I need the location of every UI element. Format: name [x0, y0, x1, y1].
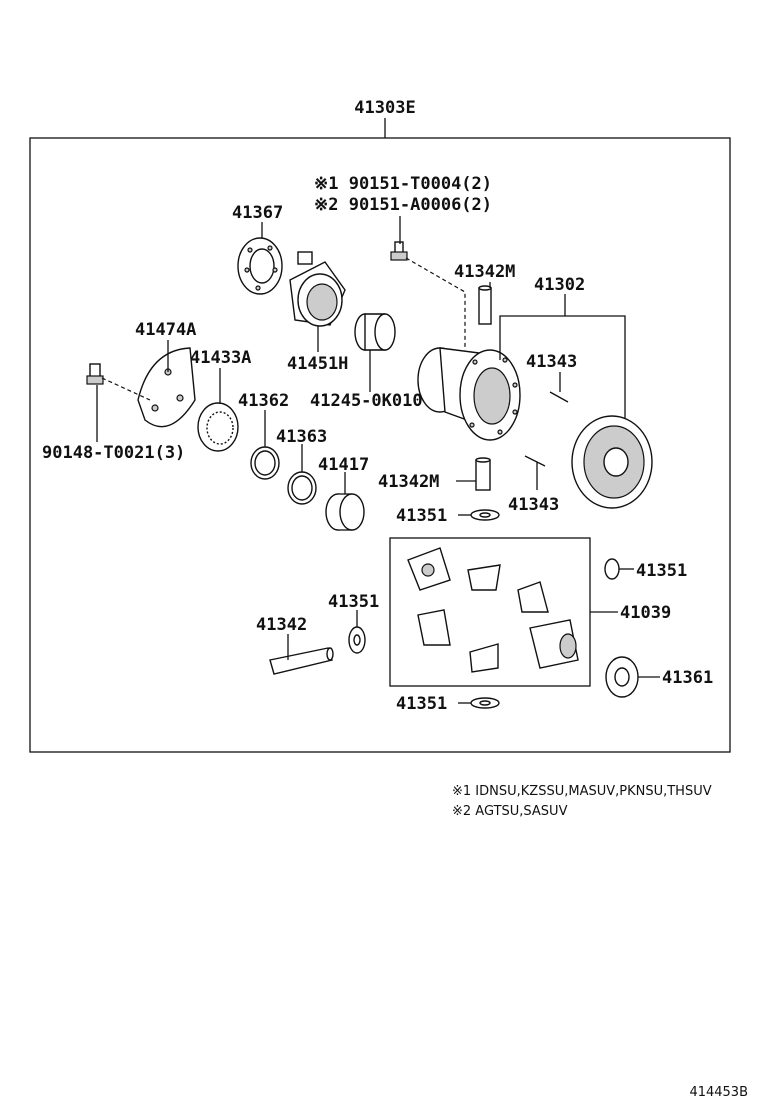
part-41417-race[interactable]: [325, 493, 365, 531]
assembly-frame: [29, 137, 731, 753]
label-41351-d[interactable]: 41351: [396, 694, 447, 714]
part-41451H-housing[interactable]: [289, 251, 346, 327]
label-41417[interactable]: 41417: [318, 455, 369, 475]
label-90151-note2[interactable]: ※2 90151-A0006(2): [314, 195, 492, 215]
label-41361[interactable]: 41361: [662, 668, 713, 688]
part-41351-washer-d[interactable]: [470, 697, 500, 709]
label-90151-note1[interactable]: ※1 90151-T0004(2): [314, 174, 492, 194]
part-41363-ring[interactable]: [287, 471, 317, 505]
assembly-label: 41303E: [354, 98, 415, 118]
label-41362[interactable]: 41362: [238, 391, 289, 411]
label-41342M-mid[interactable]: 41342M: [378, 472, 439, 492]
part-41343-pin-top[interactable]: [549, 391, 569, 403]
label-41343-mid[interactable]: 41343: [508, 495, 559, 515]
label-41474A[interactable]: 41474A: [135, 320, 196, 340]
label-41039[interactable]: 41039: [620, 603, 671, 623]
label-41351-b[interactable]: 41351: [636, 561, 687, 581]
part-41245-bush[interactable]: [354, 313, 396, 351]
label-41342M-top[interactable]: 41342M: [454, 262, 515, 282]
gear-kit-gears: [407, 547, 579, 673]
footnote-1: ※1 IDNSU,KZSSU,MASUV,PKNSU,THSUV: [452, 784, 712, 799]
part-41342M-pin-top[interactable]: [478, 285, 492, 325]
part-41474A-plate[interactable]: [137, 347, 196, 428]
part-41343-pin-mid[interactable]: [524, 455, 546, 467]
label-41343-top[interactable]: 41343: [526, 352, 577, 372]
label-41363[interactable]: 41363: [276, 427, 327, 447]
part-ring-gear[interactable]: [571, 415, 653, 509]
label-41245-0K010[interactable]: 41245-0K010: [310, 391, 423, 411]
part-90151-bolt[interactable]: [390, 241, 408, 261]
label-90148-T0021[interactable]: 90148-T0021(3): [42, 443, 185, 463]
part-41433A-bearing[interactable]: [197, 402, 239, 452]
label-41351-a[interactable]: 41351: [396, 506, 447, 526]
part-41351-washer-a[interactable]: [470, 509, 500, 521]
part-90148-bolt[interactable]: [86, 363, 104, 385]
label-41342[interactable]: 41342: [256, 615, 307, 635]
part-41342-pin[interactable]: [269, 647, 334, 675]
label-41451H[interactable]: 41451H: [287, 354, 348, 374]
part-41361-washer[interactable]: [605, 656, 639, 698]
label-41367[interactable]: 41367: [232, 203, 283, 223]
footnote-2: ※2 AGTSU,SASUV: [452, 804, 568, 819]
part-41367-gasket[interactable]: [237, 237, 283, 295]
part-41302-diff-case[interactable]: [417, 347, 521, 441]
part-41362-ring[interactable]: [250, 446, 280, 480]
part-41351-washer-b[interactable]: [604, 558, 620, 580]
part-41351-washer-c[interactable]: [348, 626, 366, 654]
label-41433A[interactable]: 41433A: [190, 348, 251, 368]
diagram-code: 414453B: [689, 1085, 748, 1100]
part-41342M-pin-mid[interactable]: [475, 457, 491, 491]
label-41351-c[interactable]: 41351: [328, 592, 379, 612]
label-41302[interactable]: 41302: [534, 275, 585, 295]
